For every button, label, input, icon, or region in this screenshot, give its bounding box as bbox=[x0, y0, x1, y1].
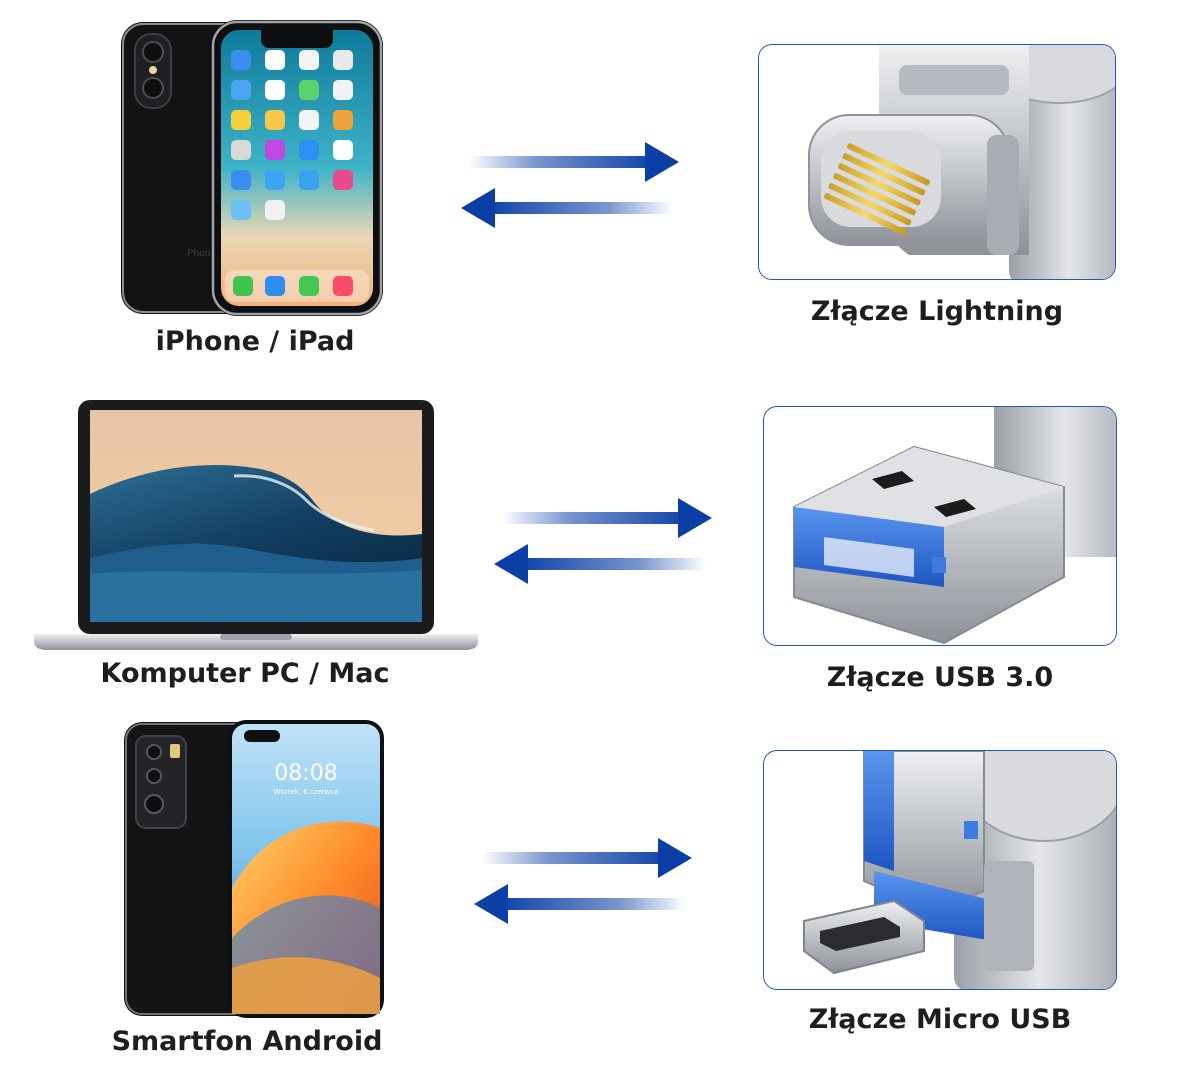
micro-usb-connector-icon bbox=[803, 751, 1116, 989]
bidirectional-arrows-icon bbox=[494, 498, 712, 584]
android-clock-text: 08:08 bbox=[274, 761, 337, 786]
lightning-connector-frame bbox=[758, 44, 1116, 280]
device-label-android: Smartfon Android bbox=[111, 1026, 383, 1057]
android-date-text: Wtorek, 6 czerwca bbox=[274, 788, 339, 796]
smartphone-iphone-icon: Phone bbox=[121, 20, 383, 316]
laptop-icon bbox=[34, 400, 478, 650]
connector-label-microusb: Złącze Micro USB bbox=[808, 1004, 1072, 1035]
usb-a-connector-frame bbox=[763, 406, 1117, 646]
svg-text:Phone: Phone bbox=[187, 248, 216, 259]
connector-label-usb3: Złącze USB 3.0 bbox=[826, 662, 1054, 693]
lightning-connector-icon bbox=[808, 45, 1115, 279]
usb-a-connector-icon bbox=[793, 407, 1116, 645]
smartphone-android-icon: 08:08 Wtorek, 6 czerwca bbox=[124, 720, 384, 1018]
device-label-iphone: iPhone / iPad bbox=[155, 326, 355, 357]
connector-label-lightning: Złącze Lightning bbox=[810, 296, 1064, 327]
device-label-laptop: Komputer PC / Mac bbox=[100, 658, 390, 689]
bidirectional-arrows-icon bbox=[461, 142, 679, 228]
micro-usb-connector-frame bbox=[763, 750, 1117, 990]
bidirectional-arrows-icon bbox=[474, 838, 692, 924]
